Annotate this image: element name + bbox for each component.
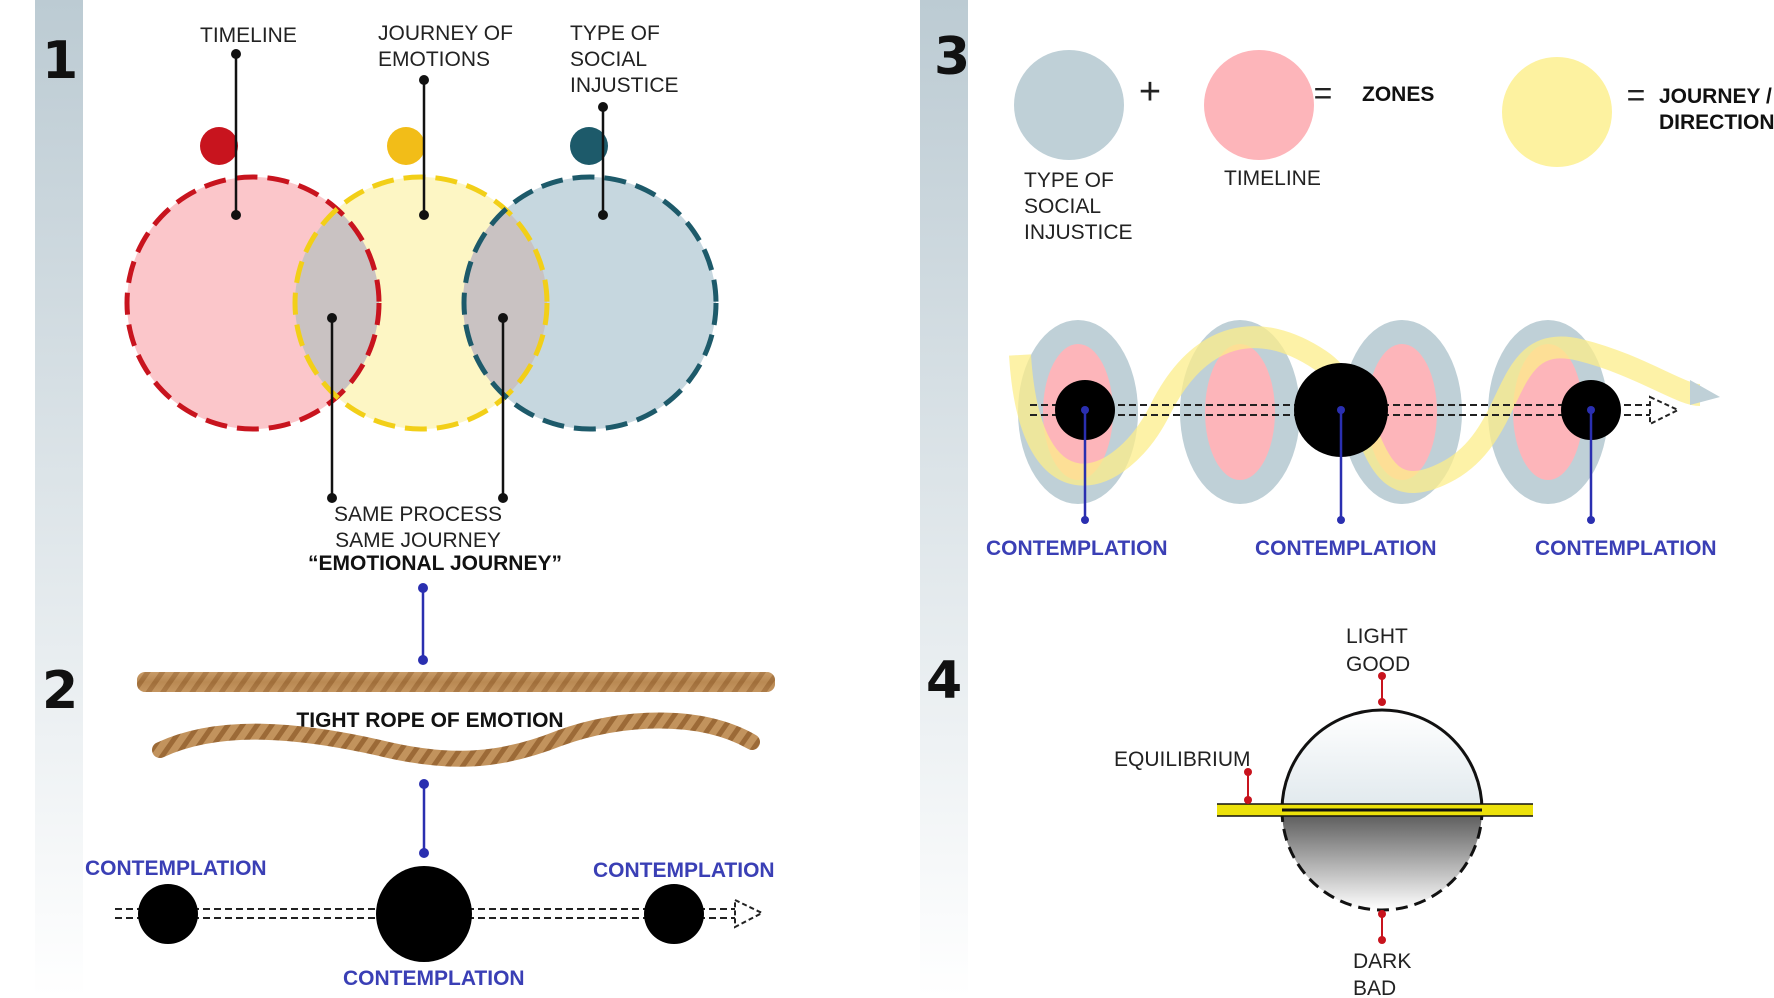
label-dark: DARK [1353,950,1411,973]
legend-journey: JOURNEY / [1659,85,1772,108]
label-journey-of: JOURNEY OF [378,22,513,45]
caption-same-process: SAME PROCESS [334,503,502,526]
legend-social: SOCIAL [1024,195,1101,218]
legend-zones: ZONES [1362,83,1434,106]
legend-type-of: TYPE OF [1024,169,1114,192]
leader-lines-1 [234,54,605,498]
legend-equals-1: = [1314,75,1333,111]
legend-journey-circle [1502,57,1612,167]
label-social: SOCIAL [570,48,647,71]
timeline-dot [200,127,238,165]
overlap-timeline-emotions [294,209,380,397]
legend-equals-2: = [1627,77,1646,113]
rope-wavy [152,712,760,767]
injustice-dot [570,127,608,165]
contemplation-label-left: CONTEMPLATION [85,857,267,880]
equilibrium-sphere [1280,708,1484,912]
legend-direction: DIRECTION [1659,111,1774,134]
venn-diagram [124,174,719,432]
rope-label: TIGHT ROPE OF EMOTION [296,709,563,732]
caption-emotional-journey: “EMOTIONAL JOURNEY” [308,552,562,575]
section-number-3: 3 [934,27,970,87]
contemplation-node-center [376,866,472,962]
label-good: GOOD [1346,653,1410,676]
label-light: LIGHT [1346,625,1408,648]
label-timeline: TIMELINE [200,24,297,47]
label-injustice: INJUSTICE [570,74,679,97]
caption-same-journey: SAME JOURNEY [335,529,501,552]
contemplation-label-right: CONTEMPLATION [593,859,775,882]
overlap-emotions-injustice [462,209,548,397]
s3-contemplation-2: CONTEMPLATION [1255,537,1437,560]
s3-contemplation-3: CONTEMPLATION [1535,537,1717,560]
emotions-dot [387,127,425,165]
legend-timeline-label: TIMELINE [1224,167,1321,190]
contemplation-label-center: CONTEMPLATION [343,967,525,990]
side-bar-left [35,0,83,998]
s3-contemplation-1: CONTEMPLATION [986,537,1168,560]
contemplation-node-left [138,884,198,944]
label-equilibrium: EQUILIBRIUM [1114,748,1251,771]
label-bad: BAD [1353,977,1396,998]
legend-injustice: INJUSTICE [1024,221,1133,244]
journey-arrowhead [1690,380,1720,405]
legend-timeline-circle [1204,50,1314,160]
section-number-2: 2 [42,661,78,721]
side-bar-right [920,0,968,998]
label-emotions: EMOTIONS [378,48,490,71]
section-number-4: 4 [926,651,962,711]
legend-injustice-circle [1014,50,1124,160]
label-type-of: TYPE OF [570,22,660,45]
legend-plus: + [1139,71,1161,113]
section-number-1: 1 [42,31,78,91]
contemplation-node-right [644,884,704,944]
